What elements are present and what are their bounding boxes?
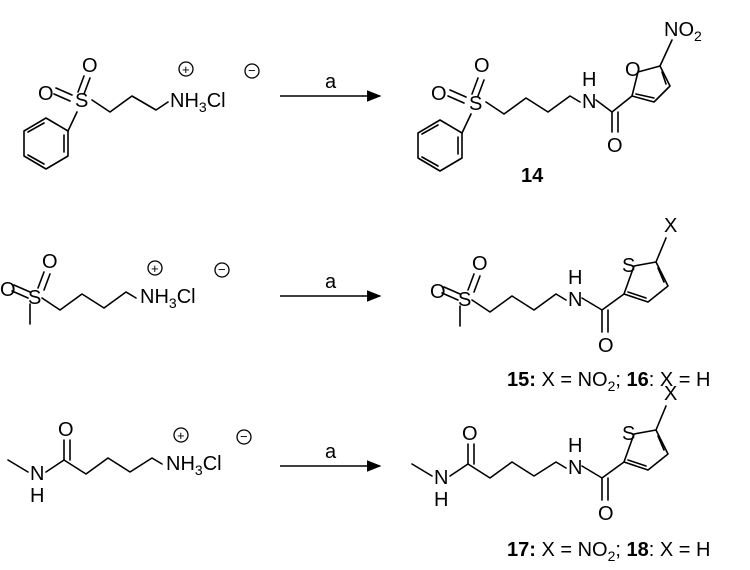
label-18-text: : X = H	[649, 539, 711, 561]
p14-furan-oxygen: O	[625, 59, 641, 81]
p15-thiophene-sulfur: S	[622, 255, 635, 277]
label-17-separator: ;	[615, 539, 626, 561]
row1-nh-text: NH	[170, 90, 199, 112]
p15-sulfur: S	[458, 289, 471, 311]
p15-carbonyl-oxygen: O	[598, 335, 614, 357]
row3-reactant	[7, 439, 163, 475]
row1-nh-subscript: 3	[199, 99, 207, 115]
label-18-bold: 18	[627, 539, 649, 561]
p17-amide-nitrogen-1: N	[434, 467, 448, 489]
row1-reactant-oxygen-2: O	[82, 55, 98, 77]
row2-reactant-sulfur: S	[28, 287, 41, 309]
p15-substituent-x: X	[664, 215, 677, 237]
row3-positive-charge: +	[173, 427, 189, 443]
row1-chloride-text: Cl	[207, 90, 226, 112]
label-15-bold: 15:	[507, 369, 536, 391]
label-16-bold: 16	[627, 369, 649, 391]
row3-plus-sign: +	[177, 428, 185, 443]
row1-reactant-oxygen-1: O	[38, 83, 54, 105]
p15-amide-nitrogen: N	[568, 289, 582, 311]
row1-reactant-ammonium: NH3Cl	[170, 90, 226, 115]
compound-label-14: 14	[521, 165, 544, 187]
row3-negative-charge: −	[236, 429, 252, 445]
p14-nitro-subscript: 2	[694, 28, 702, 44]
compound-label-17-18: 17: X = NO2; 18: X = H	[507, 539, 710, 564]
label-17-bold: 17:	[507, 539, 536, 561]
row2-reactant-oxygen-2: O	[42, 251, 58, 273]
row2-reagent-label: a	[325, 271, 337, 293]
row2-negative-charge: −	[214, 262, 230, 278]
row2-reactant-ammonium: NH3Cl	[140, 286, 196, 311]
p14-sulfur: S	[469, 93, 482, 115]
p14-oxygen-1: O	[431, 83, 447, 105]
p14-amide-hydrogen: H	[582, 69, 596, 91]
p17-carbonyl-oxygen-2: O	[598, 503, 614, 525]
row2-nh-text: NH	[140, 286, 169, 308]
label-15-text: X = NO	[536, 369, 608, 391]
row3-reagent-label: a	[325, 441, 337, 463]
p14-nitro-n: N	[664, 19, 678, 41]
row2-reactant	[11, 271, 137, 325]
row1-minus-sign: −	[248, 63, 256, 78]
p14-oxygen-2: O	[474, 55, 490, 77]
product-14-structure	[417, 39, 673, 172]
row1-positive-charge: +	[178, 61, 194, 77]
row2-nh-subscript: 3	[169, 295, 177, 311]
row3-nh-text: NH	[166, 453, 195, 475]
p17-thiophene-sulfur: S	[622, 423, 635, 445]
p15-oxygen-1: O	[430, 281, 446, 303]
row3-reactant-amide-hydrogen: H	[30, 485, 44, 507]
label-17-subscript: 2	[608, 548, 616, 564]
p17-substituent-x: X	[664, 383, 677, 405]
row1-reagent-label: a	[325, 71, 337, 93]
label-15-subscript: 2	[608, 378, 616, 394]
row2-positive-charge: +	[147, 260, 163, 276]
row1-negative-charge: −	[244, 63, 260, 79]
row3-reactant-carbonyl-oxygen: O	[58, 419, 74, 441]
p17-amide-hydrogen-1: H	[434, 489, 448, 511]
row1-reactant-sulfur: S	[75, 90, 88, 112]
compound-label-15-16: 15: X = NO2; 16: X = H	[507, 369, 710, 394]
row1-reactant	[23, 75, 169, 170]
product-17-18-structure	[411, 405, 669, 501]
row2-plus-sign: +	[151, 261, 159, 276]
row2-reactant-oxygen-1: O	[0, 279, 16, 301]
p17-amide-nitrogen-2: N	[568, 457, 582, 479]
p14-nitro-o: O	[678, 19, 694, 41]
row3-reactant-amide-nitrogen: N	[30, 463, 44, 485]
p15-amide-hydrogen: H	[568, 267, 582, 289]
row2-minus-sign: −	[218, 262, 226, 277]
p14-amide-nitrogen: N	[582, 91, 596, 113]
label-16-text: : X = H	[649, 369, 711, 391]
p17-amide-hydrogen-2: H	[568, 435, 582, 457]
p17-carbonyl-oxygen-1: O	[462, 423, 478, 445]
p15-oxygen-2: O	[472, 253, 488, 275]
p14-nitro-group: NO2	[664, 19, 702, 44]
row2-chloride-text: Cl	[177, 286, 196, 308]
p14-carbonyl-oxygen: O	[607, 135, 623, 157]
row3-minus-sign: −	[240, 429, 248, 444]
row3-reactant-ammonium: NH3Cl	[166, 453, 222, 478]
row3-chloride-text: Cl	[203, 453, 222, 475]
label-17-text: X = NO	[536, 539, 608, 561]
row1-plus-sign: +	[182, 62, 190, 77]
label-15-separator: ;	[615, 369, 626, 391]
row3-nh-subscript: 3	[195, 462, 203, 478]
product-15-16-structure	[441, 237, 669, 333]
